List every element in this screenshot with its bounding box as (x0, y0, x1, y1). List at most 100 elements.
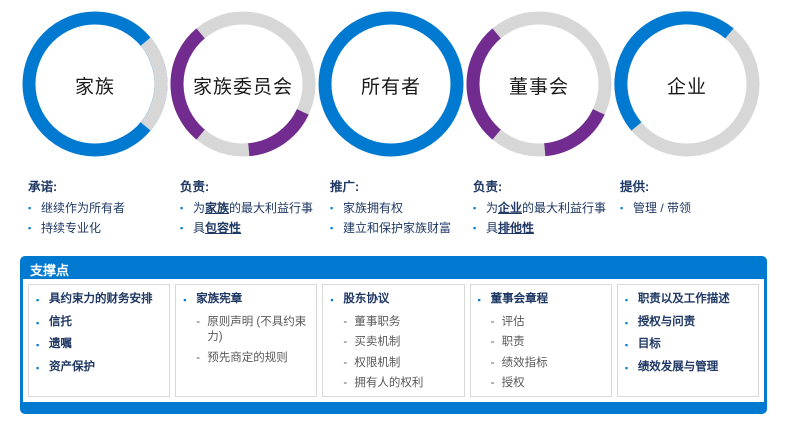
column-header: 负责: (473, 180, 503, 194)
list-item: ▪绩效发展与管理 (625, 360, 754, 376)
text-seg: 管理 / 带领 (633, 201, 692, 215)
list-item: ▪ 建立和保护家族财富 (330, 220, 472, 237)
sub-list-item: -评估 (491, 315, 607, 331)
ring-family-council-purple-arc-left (170, 28, 205, 140)
dash-bullet-icon: - (343, 377, 348, 390)
list-item: ▪ 管理 / 带领 (620, 200, 770, 217)
sub-item-text: 买卖机制 (354, 336, 401, 349)
list-item-text: 董事会章程 (490, 293, 549, 305)
text-seg: 继续作为所有者 (41, 201, 126, 215)
bullet-square-icon: ▪ (330, 295, 334, 305)
list-item-text: 家族拥有权 (343, 200, 403, 217)
column-header: 承诺: (28, 180, 58, 194)
dash-bullet-icon: - (490, 377, 495, 390)
dash-bullet-icon: - (490, 356, 495, 369)
column-header: 负责: (180, 180, 210, 194)
ring-family-council-purple-arc-right (247, 108, 309, 157)
list-item: ▪ 具约束力的财务安排 (36, 292, 165, 308)
list-item: ▪目标 (625, 337, 754, 353)
ring-label-business: 企业 (666, 77, 707, 98)
list-item-text: 建立和保护家族财富 (343, 220, 451, 237)
sub-item-text: 预先商定的规则 (207, 351, 288, 364)
bullet-square-icon: ▪ (624, 295, 629, 305)
text-seg-emphasis: 包容性 (205, 221, 242, 236)
dash-bullet-icon: - (343, 336, 348, 349)
support-card-shareholder-agreement: ▪股东协议 -董事职务 -买卖机制 -权限机制 -拥有人的权利 (322, 284, 465, 397)
list-item: ▪ 信托 (36, 315, 165, 331)
sub-item-text: 权限机制 (354, 356, 401, 369)
bullet-square-icon: ▪ (624, 317, 629, 328)
text-seg: 具 (193, 221, 206, 236)
bullet-square-icon: ▪ (36, 362, 40, 373)
sub-item-text: 拥有人的权利 (354, 377, 424, 390)
dash-bullet-icon: - (490, 336, 495, 349)
sub-list-item: -权限机制 (343, 356, 459, 372)
bullet-square-icon: ▪ (624, 362, 629, 373)
bullet-square-icon: ▪ (473, 223, 477, 234)
text-seg-emphasis: 企业 (498, 201, 523, 215)
list-item: ▪ 具包容性 (180, 220, 328, 237)
ring-board-purple-arc-right (543, 108, 605, 157)
list-item-text: 具约束力的财务安排 (49, 293, 153, 305)
bullet-square-icon: ▪ (620, 203, 624, 213)
interlocking-rings (22, 11, 760, 157)
ring-business-blue-arc (614, 11, 734, 131)
list-item: ▪ 为企业的最大利益行事 (473, 200, 618, 217)
sub-list-item: -买卖机制 (343, 335, 459, 351)
ring-owners (318, 11, 464, 157)
ring-family (22, 11, 168, 157)
ring-label-family-council: 家族委员会 (192, 77, 293, 98)
list-item: ▪ 资产保护 (36, 360, 165, 376)
ring-owners-circle (318, 11, 464, 157)
bullet-square-icon: ▪ (330, 203, 334, 213)
list-item-text: 持续专业化 (41, 220, 101, 237)
support-box: 支撑点 ▪具约束力的财务安排 ▪信托 ▪遗嘱 ▪资产保护 ▪家族宪章 -原则声明… (20, 256, 767, 414)
ring-board (466, 11, 612, 157)
text-seg-emphasis: 家族 (205, 201, 230, 215)
list-item-text: 家族宪章 (196, 293, 243, 305)
bullet-square-icon: ▪ (36, 317, 40, 328)
sub-list-item: -职责 (491, 335, 607, 351)
dash-bullet-icon: - (196, 351, 201, 364)
column-header: 提供: (620, 180, 650, 194)
list-item: ▪董事会章程 (478, 292, 607, 308)
text-seg: 的最大利益行事 (229, 201, 314, 215)
list-item-text: 信托 (49, 315, 72, 328)
bullet-square-icon: ▪ (473, 203, 477, 213)
list-item-text: 遗嘱 (49, 338, 72, 351)
bullet-square-icon: ▪ (28, 203, 32, 213)
list-item-text: 继续作为所有者 (41, 200, 125, 217)
list-item-text: 授权与问责 (637, 315, 696, 328)
list-item: ▪职责以及工作描述 (625, 292, 754, 308)
sub-item-text: 绩效指标 (501, 356, 548, 369)
bullet-square-icon: ▪ (28, 223, 32, 234)
list-item-text: 具排他性 (486, 220, 534, 237)
list-item: ▪股东协议 (330, 292, 459, 308)
text-seg: 为 (193, 201, 206, 215)
list-item: ▪ 授权与问责 (625, 315, 754, 331)
ring-label-family: 家族 (74, 77, 115, 98)
list-item-text: 目标 (637, 338, 661, 351)
sub-list-item: -拥有人的权利 (343, 376, 459, 392)
column-owners-promote: 推广: ▪ 家族拥有权 ▪ 建立和保护家族财富 (330, 176, 472, 241)
bullet-square-icon: ▪ (36, 295, 40, 305)
sub-item-text: 董事职务 (354, 315, 401, 328)
ring-family-gray-arc (140, 37, 168, 131)
support-card-family: ▪ 具约束力的财务安排 ▪ 信托 ▪ 遗嘱 ▪ 资产保护 (28, 284, 171, 397)
support-card-board-charter: ▪董事会章程 -评估 -职责 -绩效指标 -授权 (469, 284, 612, 397)
ring-label-board: 董事会 (508, 77, 569, 98)
ring-label-owners: 所有者 (360, 77, 421, 98)
list-item-text: 资产保护 (49, 360, 95, 373)
text-seg-emphasis: 排他性 (498, 221, 535, 236)
text-seg: 具 (486, 221, 499, 236)
sub-item-text: 职责 (501, 336, 525, 349)
sub-list-item: -董事职务 (343, 315, 459, 331)
list-item-text: 为家族的最大利益行事 (193, 200, 313, 217)
list-item: ▪ 持续专业化 (28, 220, 176, 237)
sub-item-text: 评估 (501, 315, 525, 328)
column-header: 推广: (330, 180, 360, 194)
column-business-provide: 提供: ▪ 管理 / 带领 (620, 176, 770, 220)
text-seg: 为 (486, 201, 499, 215)
dash-bullet-icon: - (490, 315, 495, 328)
text-seg: 家族拥有权 (343, 201, 404, 215)
